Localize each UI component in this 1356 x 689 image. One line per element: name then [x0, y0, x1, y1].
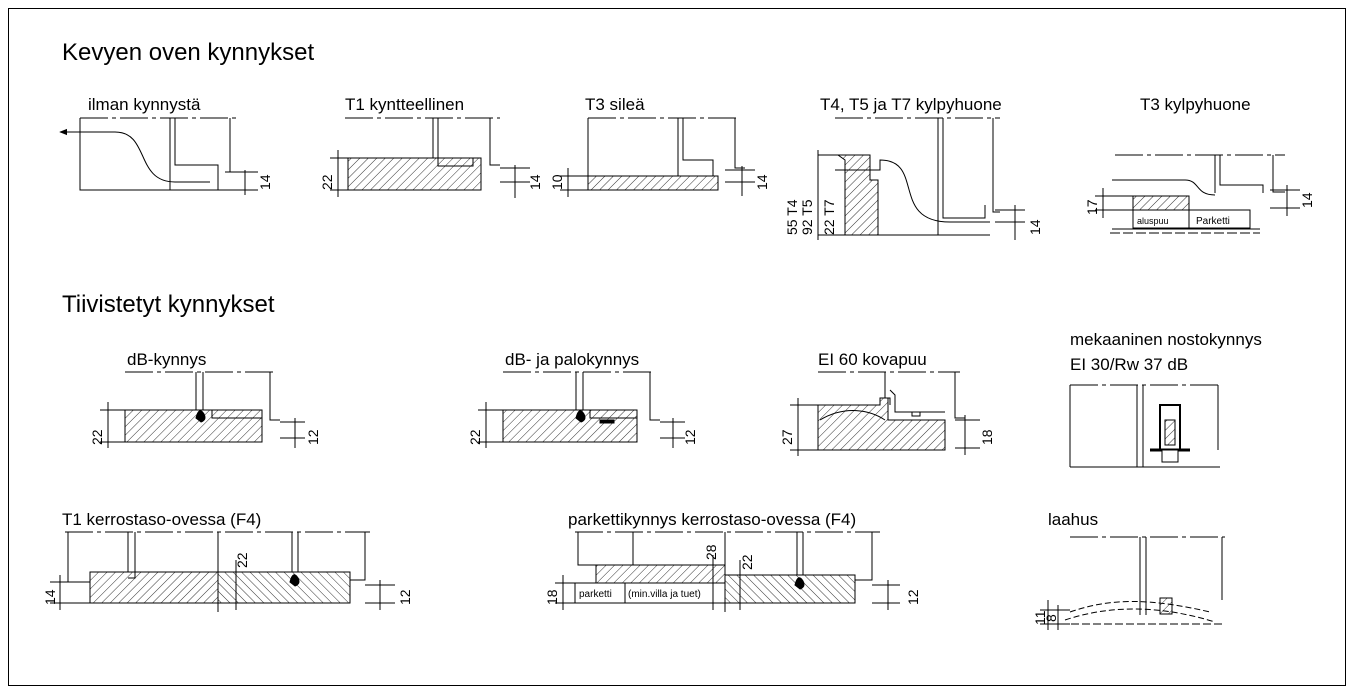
- detail-ei60-kovapuu: [790, 371, 980, 456]
- dim-parketti-12: 12: [905, 589, 921, 605]
- label-meka1: mekaaninen nostokynnys: [1070, 330, 1262, 349]
- detail-ilman-kynnysta: [59, 117, 258, 195]
- dim-parketti-18: 18: [544, 589, 560, 605]
- detail-parkettikynnys: [555, 531, 900, 612]
- dim-t1-14: 14: [527, 174, 543, 190]
- label-minvilla: (min.villa ja tuet): [628, 589, 701, 600]
- dim-t4: 55 T4: [784, 199, 800, 235]
- dim-t3-10: 10: [549, 174, 565, 190]
- dim-laahus-11: 11: [1032, 610, 1048, 625]
- dim-parketti-22: 22: [739, 554, 755, 570]
- dim-ei60-18: 18: [979, 429, 995, 445]
- dim-t1ker-22: 22: [234, 552, 250, 568]
- dim-ilman-14: 14: [257, 174, 273, 190]
- dim-t5: 92 T5: [799, 199, 815, 235]
- label-parketti-cap: Parketti: [1196, 216, 1230, 227]
- detail-laahus: [1040, 536, 1225, 630]
- label-t1ker: T1 kerrostaso-ovessa (F4): [62, 510, 261, 529]
- label-dbpalo: dB- ja palokynnys: [505, 350, 639, 369]
- drawing-frame: [8, 8, 1346, 686]
- dim-t4-14: 14: [1027, 219, 1043, 235]
- seal-t1ker: [289, 574, 300, 587]
- dim-t1ker-14: 14: [42, 589, 58, 605]
- label-parketti: parkettikynnys kerrostaso-ovessa (F4): [568, 510, 856, 529]
- dim-parketti-28: 28: [703, 544, 719, 560]
- dim-t1ker-12: 12: [397, 589, 413, 605]
- label-laahus: laahus: [1048, 510, 1098, 529]
- label-meka2: EI 30/Rw 37 dB: [1070, 355, 1188, 374]
- dim-t3k-14: 14: [1299, 192, 1315, 208]
- detail-t1-kyntteellinen: [330, 117, 530, 198]
- label-t4: T4, T5 ja T7 kylpyhuone: [820, 95, 1002, 114]
- heading-kevyen: Kevyen oven kynnykset: [62, 39, 314, 66]
- dim-laahus-8: 8: [1043, 614, 1059, 622]
- detail-db-kynnys: [100, 371, 305, 448]
- seal-dbpalo: [575, 410, 586, 423]
- dim-t7: 22 T7: [821, 199, 837, 235]
- detail-db-palokynnys: [478, 371, 685, 448]
- heading-tiivistetyt: Tiivistetyt kynnykset: [62, 291, 275, 318]
- dim-t3-14: 14: [754, 174, 770, 190]
- label-ei60: EI 60 kovapuu: [818, 350, 927, 369]
- detail-mekaaninen-nostokynnys: [1069, 384, 1220, 468]
- label-parketti-low: parketti: [579, 589, 612, 600]
- dim-db-22: 22: [89, 429, 105, 445]
- fire-strip: [599, 419, 615, 424]
- dim-ei60-27: 27: [779, 429, 795, 445]
- dim-dbpalo-22: 22: [467, 429, 483, 445]
- seal-parketti: [794, 577, 805, 590]
- detail-t1-kerrostaso: [50, 531, 395, 612]
- seal-db: [195, 410, 206, 423]
- detail-t4-t5-t7: [817, 117, 1025, 240]
- dim-t1-22: 22: [319, 174, 335, 190]
- label-t3: T3 sileä: [585, 95, 645, 114]
- label-ilman: ilman kynnystä: [88, 95, 201, 114]
- label-aluspuu: aluspuu: [1137, 216, 1169, 226]
- detail-t3-kylpyhuone: [1095, 154, 1300, 234]
- detail-t3-silea: [560, 117, 755, 197]
- label-t3k: T3 kylpyhuone: [1140, 95, 1251, 114]
- dim-t3k-17: 17: [1084, 199, 1100, 215]
- dim-db-12: 12: [305, 429, 321, 445]
- dim-dbpalo-12: 12: [682, 429, 698, 445]
- label-db: dB-kynnys: [127, 350, 206, 369]
- label-t1: T1 kyntteellinen: [345, 95, 464, 114]
